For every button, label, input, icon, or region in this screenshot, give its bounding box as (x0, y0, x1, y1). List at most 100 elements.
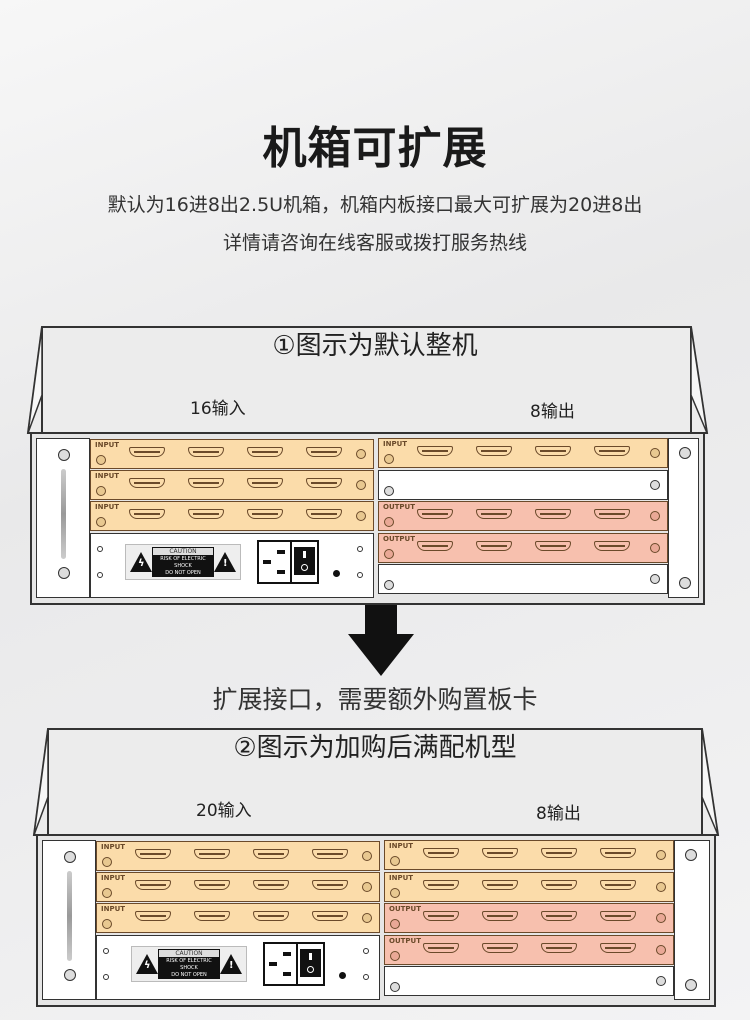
chassis-lid (32, 728, 720, 836)
output-count-label: 8输出 (530, 402, 575, 422)
hdmi-port-icon (482, 911, 518, 921)
card-label: INPUT (101, 905, 126, 913)
card-label: OUTPUT (389, 936, 421, 945)
card-screw-icon (356, 480, 366, 490)
card-screw-icon (96, 455, 106, 465)
card-screw-icon (96, 517, 106, 527)
hdmi-port-icon (594, 509, 630, 519)
caution-title: CAUTION (152, 547, 214, 556)
blank-slot (378, 564, 668, 594)
left-rack-ear (42, 840, 96, 1000)
screw-icon (685, 979, 697, 991)
screw-icon (103, 948, 109, 954)
right-rack-ear (674, 840, 710, 1000)
input-count-label: 16输入 (190, 399, 246, 419)
caution-title: CAUTION (158, 949, 220, 958)
card-screw-icon (102, 919, 112, 929)
hdmi-port-icon (253, 911, 289, 921)
electric-warning-icon: ϟ (130, 552, 152, 572)
power-switch[interactable] (299, 949, 321, 977)
screw-icon (64, 851, 76, 863)
hdmi-port-icon (129, 447, 165, 457)
hdmi-port-icon (306, 478, 342, 488)
hdmi-port-icon (482, 848, 518, 858)
card-screw-icon (96, 486, 106, 496)
input-count-label: 20输入 (196, 801, 252, 821)
chassis-lid (26, 326, 709, 434)
hdmi-port-icon (312, 880, 348, 890)
card-screw-icon (656, 881, 666, 892)
power-socket (263, 942, 325, 986)
hdmi-port-icon (535, 509, 571, 519)
hdmi-port-icon (476, 540, 512, 551)
hdmi-port-icon (247, 478, 283, 488)
card-screw-icon (656, 913, 666, 923)
hdmi-port-icon (423, 848, 459, 858)
power-switch[interactable] (293, 547, 315, 575)
screw-icon (103, 974, 109, 980)
card-screw-icon (384, 548, 394, 559)
card-screw-icon (656, 976, 666, 986)
hdmi-port-icon (135, 849, 171, 859)
card-label: INPUT (95, 503, 120, 511)
hdmi-port-icon (541, 879, 577, 890)
screw-icon (58, 449, 70, 461)
left-rack-ear (36, 438, 90, 598)
chassis-heading: ②图示为加购后满配机型 (233, 733, 517, 763)
card-label: OUTPUT (383, 503, 415, 511)
hdmi-port-icon (535, 540, 571, 551)
card-screw-icon (356, 449, 366, 459)
hdmi-port-icon (135, 911, 171, 921)
card-label: INPUT (101, 874, 126, 882)
ac-inlet-icon (259, 542, 292, 582)
hdmi-port-icon (188, 478, 224, 488)
out-card: OUTPUT (378, 501, 668, 531)
hdmi-port-icon (417, 446, 453, 456)
caution-line2: DO NOT OPEN (171, 972, 207, 978)
in-card: INPUT (384, 840, 674, 870)
in-card: INPUT (384, 871, 674, 902)
card-label: INPUT (389, 842, 414, 850)
right-rack-ear (668, 438, 699, 598)
screw-icon (357, 546, 363, 552)
card-screw-icon (650, 574, 660, 584)
expansion-note: 扩展接口，需要额外购置板卡 (212, 685, 538, 714)
caution-line1: RISK OF ELECTRIC SHOCK (160, 556, 206, 569)
card-screw-icon (384, 580, 394, 590)
screw-icon (679, 447, 691, 459)
hdmi-port-icon (423, 942, 459, 953)
in-card: INPUT (90, 501, 374, 531)
hdmi-port-icon (312, 849, 348, 859)
hdmi-port-icon (247, 447, 283, 457)
hdmi-port-icon (194, 911, 230, 921)
card-label: OUTPUT (389, 905, 421, 913)
description-line-1: 默认为16进8出2.5U机箱，机箱内板接口最大可扩展为20进8出 (107, 194, 643, 216)
hdmi-port-icon (306, 447, 342, 457)
in-card: INPUT (90, 439, 374, 469)
hdmi-port-icon (306, 509, 342, 519)
card-screw-icon (390, 950, 400, 961)
ac-inlet-icon (265, 944, 298, 984)
hdmi-port-icon (188, 509, 224, 519)
hdmi-port-icon (600, 942, 636, 953)
screw-icon (97, 572, 103, 578)
card-screw-icon (384, 517, 394, 527)
card-screw-icon (384, 454, 394, 464)
hdmi-port-icon (594, 446, 630, 456)
output-count-label: 8输出 (536, 804, 581, 824)
card-screw-icon (650, 448, 660, 458)
screw-icon (58, 567, 70, 579)
hdmi-port-icon (482, 942, 518, 953)
screw-icon (357, 572, 363, 578)
card-label: OUTPUT (383, 534, 415, 543)
blank-slot (378, 469, 668, 500)
hdmi-port-icon (194, 849, 230, 859)
card-screw-icon (656, 944, 666, 955)
screw-icon (685, 849, 697, 861)
card-screw-icon (102, 857, 112, 867)
card-screw-icon (390, 982, 400, 992)
